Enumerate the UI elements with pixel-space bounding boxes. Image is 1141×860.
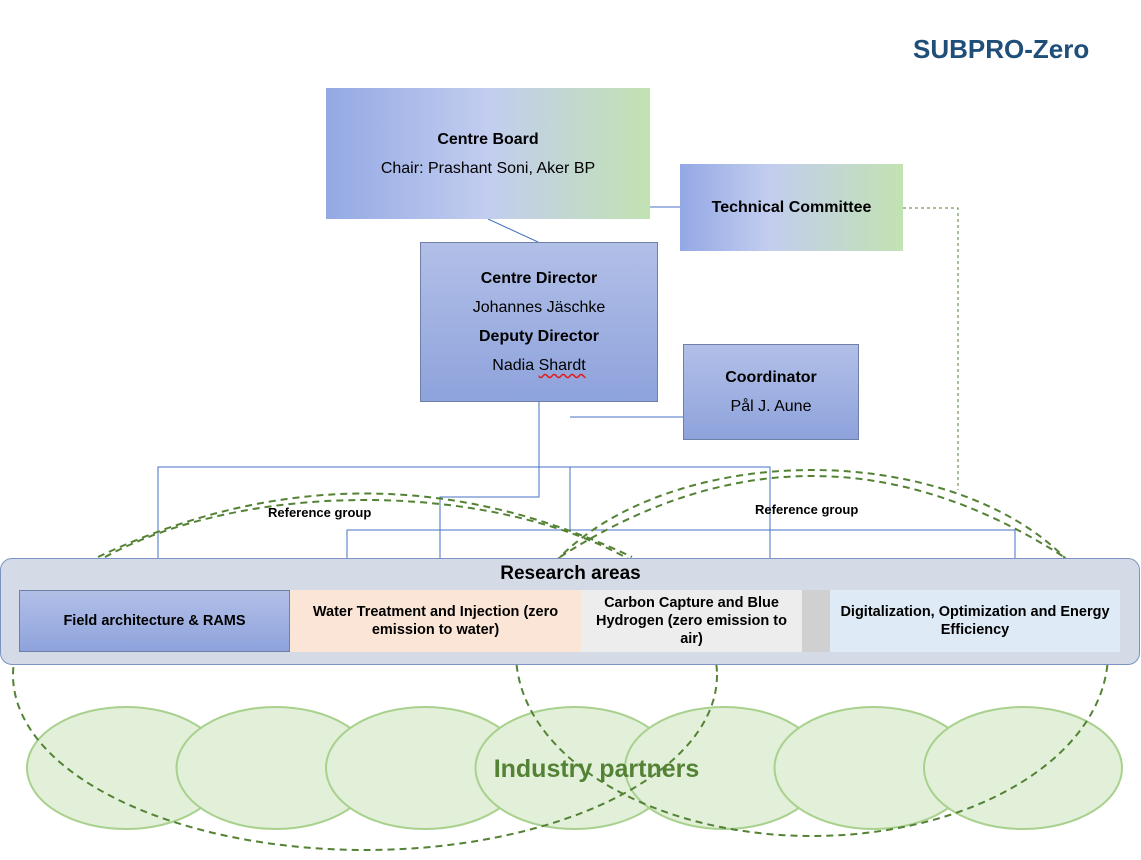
coordinator-heading: Coordinator bbox=[725, 369, 817, 386]
centre-board-heading: Centre Board bbox=[437, 130, 539, 148]
deputy-first-name: Nadia bbox=[492, 357, 535, 374]
deputy-last-name: Shardt bbox=[538, 357, 586, 374]
industry-partner-circle bbox=[923, 706, 1123, 830]
centre-board-chair: Chair: Prashant Soni, Aker BP bbox=[380, 159, 596, 177]
research-area-water-treatment: Water Treatment and Injection (zero emis… bbox=[290, 590, 581, 652]
centre-director-name: Johannes Jäschke bbox=[472, 299, 606, 316]
technical-committee-dashed-link bbox=[903, 207, 959, 490]
coordinator-box: Coordinator Pål J. Aune bbox=[683, 344, 859, 440]
research-area-field-architecture: Field architecture & RAMS bbox=[19, 590, 290, 652]
centre-director-box: Centre Director Johannes Jäschke Deputy … bbox=[420, 242, 658, 402]
industry-partners-label: Industry partners bbox=[493, 755, 700, 783]
reference-group-label-right: Reference group bbox=[755, 502, 859, 517]
deputy-director-name: Nadia Shardt bbox=[492, 351, 585, 380]
technical-committee-heading: Technical Committee bbox=[711, 199, 872, 216]
research-areas-title: Research areas bbox=[500, 563, 641, 584]
industry-partner-circles bbox=[26, 706, 1123, 830]
deputy-director-heading: Deputy Director bbox=[478, 328, 600, 345]
centre-director-heading: Centre Director bbox=[480, 270, 598, 287]
research-area-spacer bbox=[802, 590, 830, 652]
research-area-digitalization: Digitalization, Optimization and Energy … bbox=[830, 590, 1120, 652]
coordinator-name: Pål J. Aune bbox=[730, 398, 812, 415]
technical-committee-box: Technical Committee bbox=[680, 164, 903, 251]
board-director-connector bbox=[487, 218, 539, 243]
research-area-carbon-capture: Carbon Capture and Blue Hydrogen (zero e… bbox=[581, 590, 802, 652]
reference-group-label-left: Reference group bbox=[268, 505, 372, 520]
page-title: SUBPRO-Zero bbox=[913, 34, 1090, 64]
centre-board-box: Centre Board Chair: Prashant Soni, Aker … bbox=[326, 88, 650, 219]
